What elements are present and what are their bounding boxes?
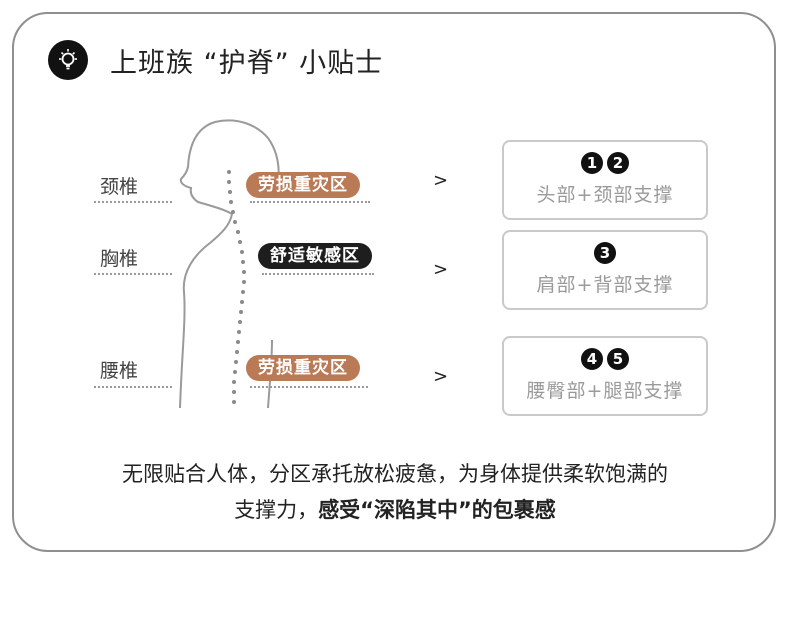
summary-line-2: 支撑力，感受“深陷其中”的包裹感: [0, 494, 790, 524]
dotted-divider: [262, 273, 374, 275]
support-box-waist-legs: 4 5 腰臀部+腿部支撑: [502, 336, 708, 416]
support-text: 腰臀部+腿部支撑: [504, 376, 706, 403]
number-badge: 4: [581, 348, 603, 370]
support-text: 肩部+背部支撑: [504, 270, 706, 297]
summary-bold-text: 感受“深陷其中”的包裹感: [318, 498, 556, 522]
dotted-divider: [94, 201, 172, 203]
badge-strain-zone: 劳损重灾区: [246, 172, 360, 198]
number-badge: 5: [607, 348, 629, 370]
region-label-cervical: 颈椎: [100, 172, 138, 199]
support-box-head-neck: 1 2 头部+颈部支撑: [502, 140, 708, 220]
badge-strain-zone: 劳损重灾区: [246, 355, 360, 381]
summary-normal-text: 支撑力，: [234, 498, 318, 522]
number-badge: 1: [581, 152, 603, 174]
badge-comfort-zone: 舒适敏感区: [258, 243, 372, 269]
chevron-right-icon: >: [433, 366, 448, 387]
number-badge: 2: [607, 152, 629, 174]
dotted-divider: [250, 386, 368, 388]
chevron-right-icon: >: [433, 259, 448, 280]
dotted-divider: [94, 386, 172, 388]
number-badge: 3: [594, 242, 616, 264]
support-box-shoulder-back: 3 肩部+背部支撑: [502, 230, 708, 310]
region-label-lumbar: 腰椎: [100, 356, 138, 383]
chevron-right-icon: >: [433, 170, 448, 191]
dotted-divider: [94, 273, 172, 275]
summary-line-1: 无限贴合人体，分区承托放松疲惫，为身体提供柔软饱满的: [0, 458, 790, 488]
support-text: 头部+颈部支撑: [504, 180, 706, 207]
region-label-thoracic: 胸椎: [100, 244, 138, 271]
dotted-divider: [250, 201, 370, 203]
